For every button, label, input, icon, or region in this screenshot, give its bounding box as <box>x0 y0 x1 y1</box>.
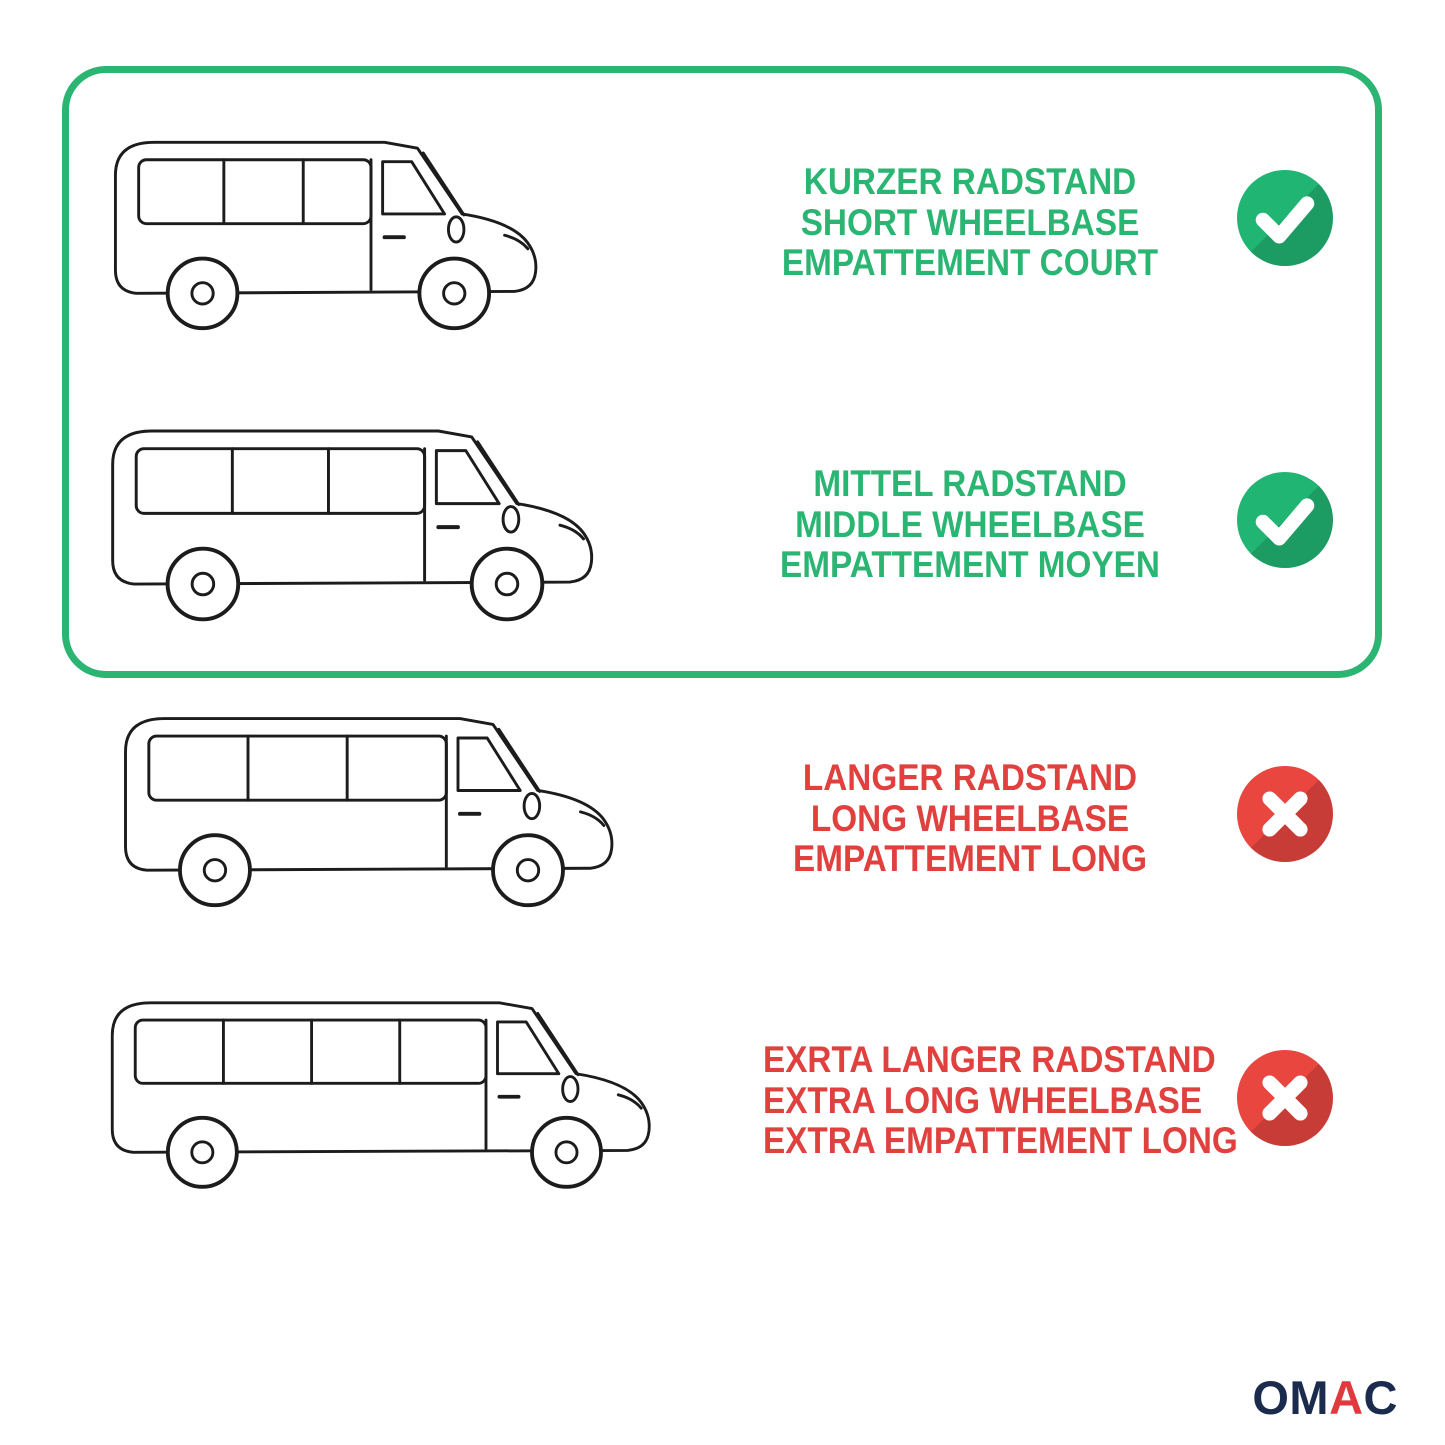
check-icon <box>1237 472 1333 568</box>
label-line-fr: EXTRA EMPATTEMENT LONG <box>763 1120 1238 1162</box>
logo-part-c: C <box>1363 1371 1398 1424</box>
logo-part-om: OM <box>1252 1371 1330 1424</box>
label-line-en: MIDDLE WHEELBASE <box>795 503 1145 545</box>
van-extra-long-illustration <box>95 953 670 1193</box>
label-short-wheelbase: KURZER RADSTAND SHORT WHEELBASE EMPATTEM… <box>763 161 1177 284</box>
label-line-en: SHORT WHEELBASE <box>800 201 1140 243</box>
row-extra-long-wheelbase: EXRTA LANGER RADSTAND EXTRA LONG WHEELBA… <box>0 940 1445 1270</box>
label-line-de: KURZER RADSTAND <box>803 161 1137 202</box>
label-line-en: LONG WHEELBASE <box>810 797 1130 839</box>
van-short-illustration <box>98 92 553 334</box>
van-long-illustration <box>108 668 633 911</box>
check-icon <box>1237 170 1333 266</box>
label-middle-wheelbase: MITTEL RADSTAND MIDDLE WHEELBASE EMPATTE… <box>763 463 1177 586</box>
label-line-fr: EMPATTEMENT COURT <box>781 242 1159 284</box>
label-line-fr: EMPATTEMENT MOYEN <box>780 544 1160 586</box>
label-extra-long-wheelbase: EXRTA LANGER RADSTAND EXTRA LONG WHEELBA… <box>763 1039 1238 1162</box>
cross-icon <box>1237 766 1333 862</box>
row-middle-wheelbase: MITTEL RADSTAND MIDDLE WHEELBASE EMPATTE… <box>0 370 1445 670</box>
label-long-wheelbase: LANGER RADSTAND LONG WHEELBASE EMPATTEME… <box>763 757 1177 880</box>
label-line-de: EXRTA LANGER RADSTAND <box>763 1039 1216 1080</box>
cross-icon <box>1237 1050 1333 1146</box>
label-line-de: LANGER RADSTAND <box>802 757 1138 798</box>
row-short-wheelbase: KURZER RADSTAND SHORT WHEELBASE EMPATTEM… <box>0 80 1445 380</box>
label-line-fr: EMPATTEMENT LONG <box>793 838 1147 880</box>
van-middle-illustration <box>95 380 610 625</box>
label-line-de: MITTEL RADSTAND <box>813 463 1127 504</box>
logo-part-a: A <box>1329 1371 1364 1424</box>
row-long-wheelbase: LANGER RADSTAND LONG WHEELBASE EMPATTEME… <box>0 655 1445 965</box>
label-line-en: EXTRA LONG WHEELBASE <box>763 1079 1203 1121</box>
omac-logo: OMAC <box>1228 1370 1398 1425</box>
